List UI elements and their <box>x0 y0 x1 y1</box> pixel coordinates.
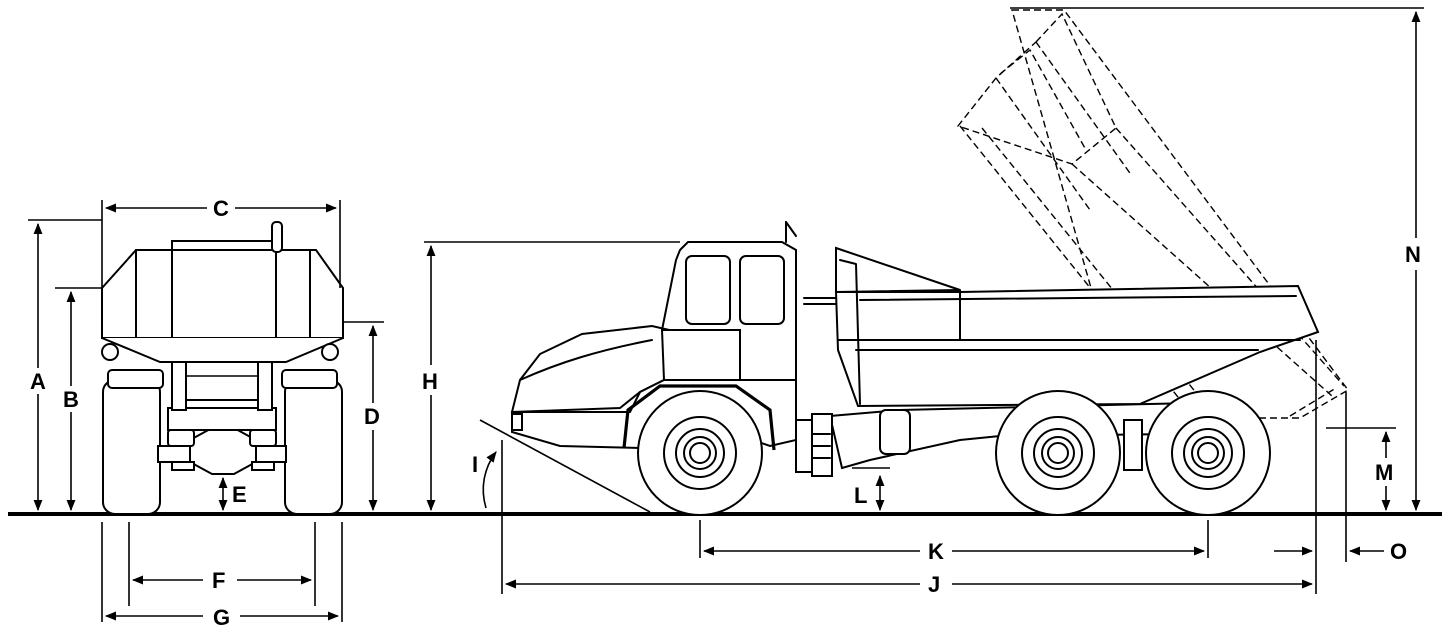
label-L: L <box>854 483 867 508</box>
front-view <box>101 221 344 515</box>
label-D: D <box>364 404 380 429</box>
rear-wheel <box>1145 390 1271 516</box>
label-O: O <box>1390 539 1407 564</box>
side-view <box>510 9 1350 516</box>
label-K: K <box>928 539 944 564</box>
middle-wheel <box>995 390 1121 516</box>
front-dimensions <box>28 200 384 622</box>
label-M: M <box>1375 460 1393 485</box>
label-N: N <box>1405 242 1421 267</box>
side-dimensions <box>424 7 1424 594</box>
label-B: B <box>63 387 79 412</box>
dimension-labels: A B C D E F G H I J K L M N O <box>30 196 1421 628</box>
label-F: F <box>212 568 225 593</box>
label-C: C <box>213 196 229 221</box>
label-H: H <box>422 369 438 394</box>
label-A: A <box>30 369 46 394</box>
label-I: I <box>472 452 478 477</box>
label-E: E <box>232 482 247 507</box>
front-wheel <box>637 390 763 516</box>
label-G: G <box>213 605 230 628</box>
label-J: J <box>928 572 940 597</box>
